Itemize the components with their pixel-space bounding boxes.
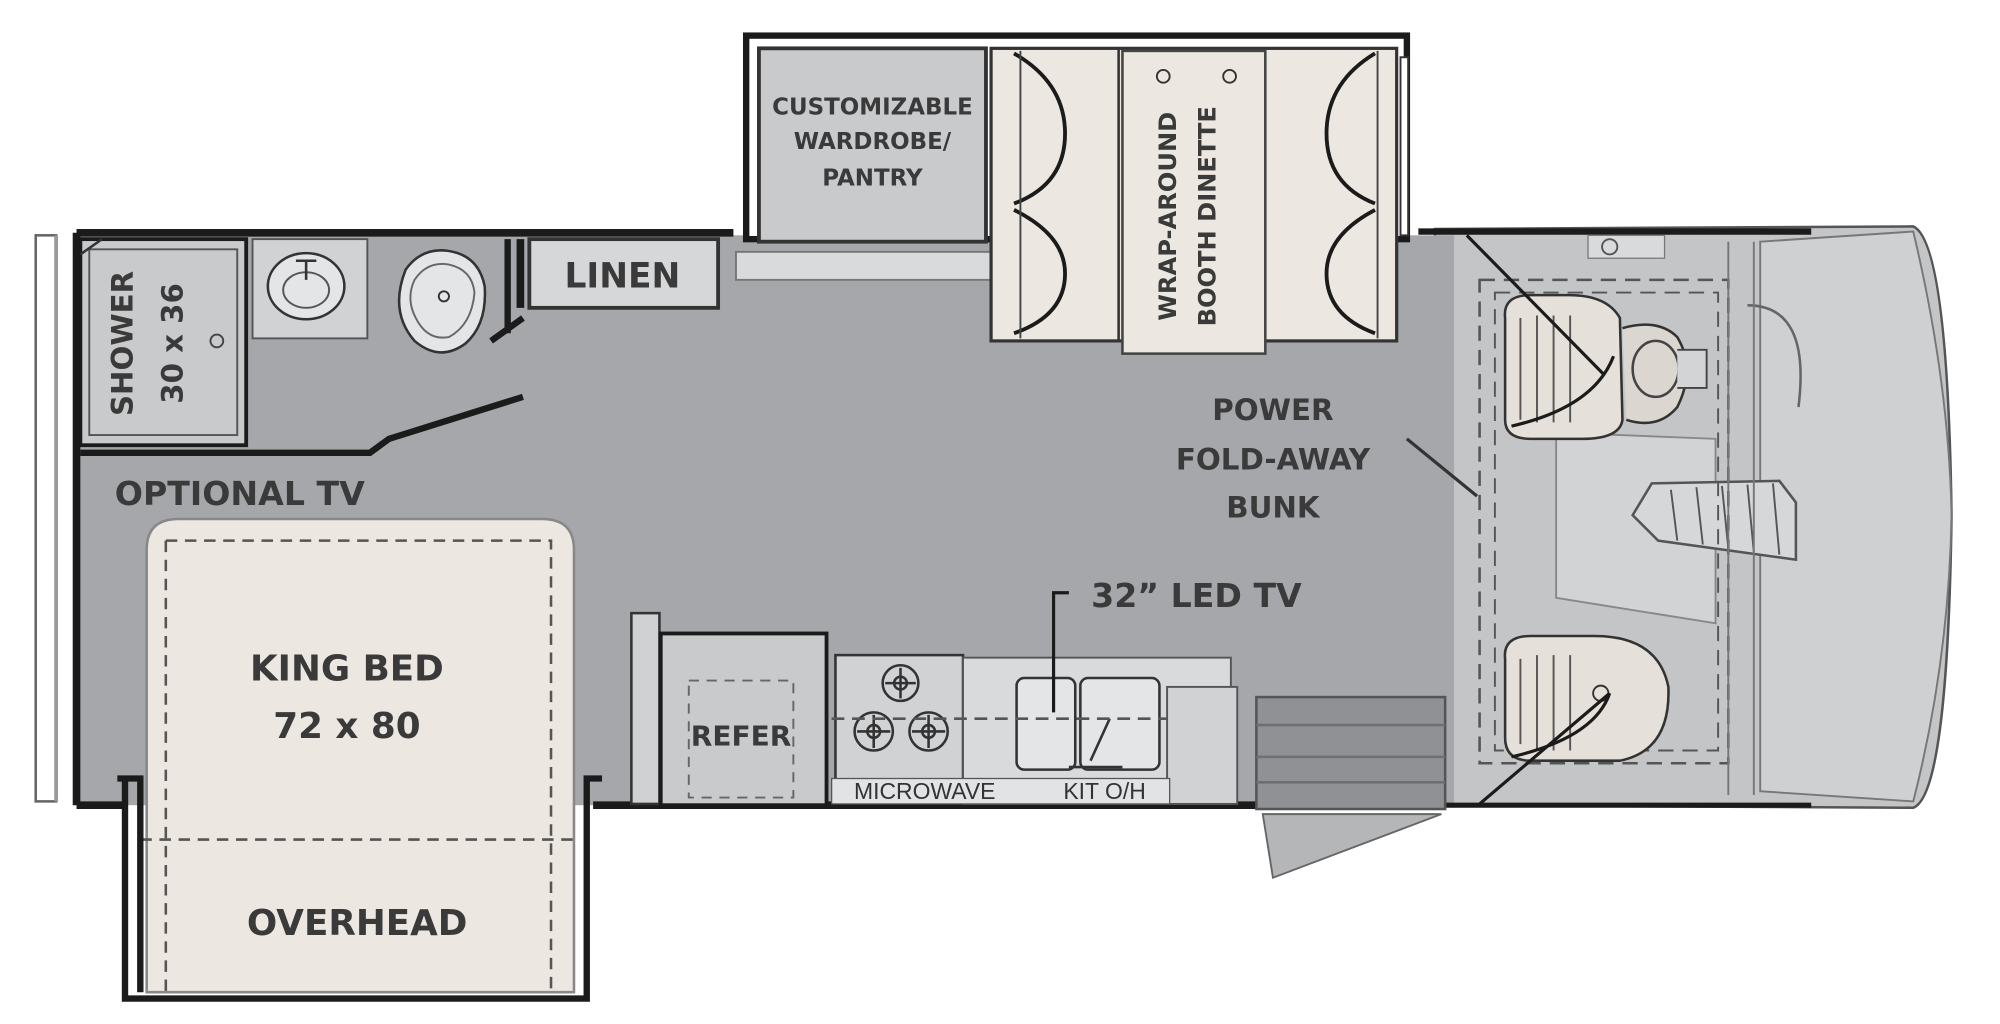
dinette-table: [1121, 49, 1267, 355]
cab-divider: [1727, 241, 1755, 796]
optional-tv-label: OPTIONAL TV: [115, 474, 365, 513]
windshield-curve: [1747, 304, 1802, 408]
shower-label-line2: 30 x 36: [155, 283, 189, 404]
driver-seat: [1503, 293, 1708, 441]
dinette-cushion-curves-right: [1324, 51, 1376, 336]
king-bed: [145, 517, 576, 994]
dinette-cushion-curves-left: [1013, 51, 1067, 336]
steering-console: [1555, 431, 1717, 625]
linen-cabinet: [527, 237, 721, 310]
passenger-seat: [1503, 634, 1670, 762]
dinette-table-knob-right: [1222, 69, 1237, 84]
linen-label: LINEN: [565, 257, 681, 297]
shower-corner: [79, 238, 103, 256]
burner-icons: [853, 664, 949, 752]
dashboard: [1759, 230, 1953, 803]
wardrobe-label-line3: PANTRY: [822, 166, 923, 192]
bed-dashed-outline: [164, 539, 553, 993]
sink-faucet-kitchen: [1068, 718, 1123, 769]
microwave-label: MICROWAVE: [854, 778, 995, 804]
bathroom-sink: [266, 251, 346, 321]
dinette-bench-left: [991, 47, 1120, 343]
power-bunk-line1: POWER: [1212, 393, 1333, 427]
kit-oh-label: KIT O/H: [1063, 778, 1145, 804]
led-tv-label: 32” LED TV: [1091, 576, 1302, 615]
slideout-end-post: [1399, 56, 1410, 237]
entry-steps: [1255, 695, 1447, 811]
dash-vent-lines: [1669, 483, 1781, 555]
wardrobe-label-line2: WARDROBE/: [794, 129, 952, 155]
dinette-bench-right: [1269, 47, 1398, 343]
galley-end-cap: [630, 611, 661, 806]
slideout-ledge: [735, 250, 999, 281]
bunk-dashed-outline-2: [1493, 291, 1720, 752]
step-lines: [1256, 723, 1446, 784]
passenger-door-swing: [1478, 692, 1612, 806]
kitchen-sink-right: [1079, 676, 1161, 771]
galley-bottom-rail: [830, 777, 1171, 805]
cab-top-fixture: [1587, 234, 1666, 259]
sink-faucet: [295, 259, 317, 280]
rear-window: [34, 234, 58, 803]
wardrobe-label-line1: CUSTOMIZABLE: [772, 95, 973, 121]
refer-dashed-outline: [687, 679, 795, 799]
entry-door: [1261, 813, 1442, 880]
bath-partition: [489, 239, 525, 344]
kitchen-sink-left: [1015, 676, 1077, 771]
galley-counter-end: [1166, 685, 1239, 805]
overhead-label: OVERHEAD: [247, 903, 467, 944]
tv-leader-line: [1051, 591, 1069, 713]
dinette-table-knob-left: [1155, 69, 1171, 84]
power-bunk-line2: FOLD-AWAY: [1176, 442, 1371, 476]
dash-vent: [1631, 479, 1798, 562]
shower-pan: [88, 248, 239, 436]
shower-label-line1: SHOWER: [106, 271, 140, 416]
overhead-frame: [117, 775, 603, 1002]
dinette-label-line2: BOOTH DINETTE: [1194, 106, 1222, 326]
king-bed-label-line1: KING BED: [250, 649, 444, 690]
bath-door-bottom: [80, 393, 524, 457]
wardrobe-pantry: [757, 46, 988, 244]
king-bed-label-line2: 72 x 80: [273, 706, 420, 747]
cab-top-circle: [1601, 238, 1619, 256]
bunk-leader-line: [1405, 437, 1479, 498]
dinette-cushion-dividers: [1019, 50, 1379, 339]
power-bunk-line3: BUNK: [1226, 491, 1321, 525]
refer-label: REFER: [691, 719, 792, 752]
dinette-label-line1: WRAP-AROUND: [1154, 112, 1182, 321]
driver-door-swing: [1465, 234, 1616, 428]
toilet-flush: [437, 290, 450, 303]
toilet-bowl: [409, 263, 476, 339]
shower-drain: [209, 333, 225, 349]
